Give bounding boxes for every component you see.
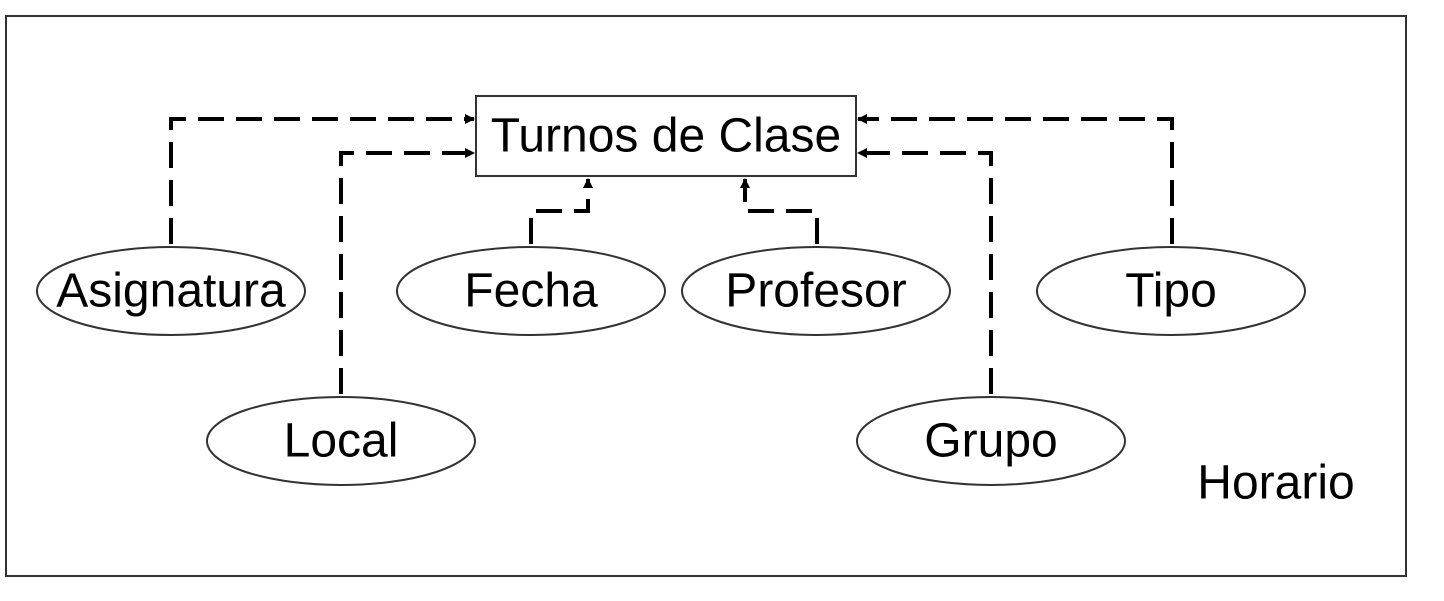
attribute-ellipse [396,246,666,336]
attribute-local: Local [206,396,476,486]
attribute-label: Fecha [464,265,598,318]
edge-profesor-to-turnos [740,178,819,244]
connectors [169,114,1174,394]
edge-tipo-to-turnos [857,114,1174,244]
attribute-label: Tipo [1125,265,1217,318]
container-label: Horario [1197,457,1354,510]
attribute-label: Asignatura [56,265,286,318]
attribute-label: Grupo [924,415,1057,468]
attribute-profesor: Profesor [681,246,951,336]
edge-asignatura-to-turnos [169,114,475,244]
edge-fecha-to-turnos [529,178,593,244]
attribute-grupo: Grupo [856,396,1126,486]
attribute-tipo: Tipo [1036,246,1306,336]
attribute-label: Profesor [725,265,906,318]
attribute-fecha: Fecha [396,246,666,336]
attribute-asignatura: Asignatura [36,246,306,336]
attribute-ellipse [856,396,1126,486]
attribute-ellipse [36,246,306,336]
edge-grupo-to-turnos [857,148,993,394]
attribute-ellipse [681,246,951,336]
entity-label: Turnos de Clase [491,110,841,163]
attribute-label: Local [284,415,399,468]
attribute-ellipse [1036,246,1306,336]
entity-box [475,95,857,177]
attribute-ellipse [206,396,476,486]
entity-turnos-de-clase: Turnos de Clase [475,95,857,177]
edge-local-to-turnos [339,148,475,394]
